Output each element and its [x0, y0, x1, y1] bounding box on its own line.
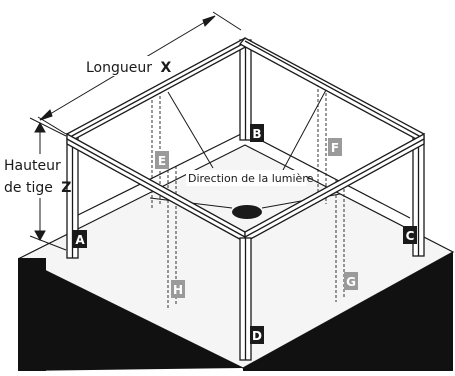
leg-b — [239, 39, 252, 141]
top-frame — [65, 37, 426, 244]
light-label: Direction de la lumière — [188, 172, 314, 185]
base-left-side — [18, 258, 46, 371]
svg-text:C: C — [406, 229, 415, 243]
svg-text:E: E — [158, 154, 166, 168]
svg-text:G: G — [346, 275, 356, 289]
length-label: Longueur X — [86, 60, 171, 76]
svg-text:F: F — [331, 141, 339, 155]
height-label-bg — [2, 154, 64, 198]
svg-text:D: D — [252, 329, 262, 343]
light-label-bg — [186, 170, 306, 186]
base-front-left-face — [20, 258, 243, 371]
leg-label-c: C — [403, 226, 417, 244]
height-label-line2: de tige Z — [4, 180, 71, 196]
sensor-label-g: G — [344, 272, 358, 290]
leg-label-d: D — [250, 326, 264, 344]
floor-plane-lines — [71, 131, 411, 219]
leg-label-b: B — [250, 124, 264, 142]
sensor-label-f: F — [328, 138, 342, 156]
height-label-line1: Hauteur — [4, 158, 61, 174]
base-front-right-face — [243, 252, 453, 371]
length-label-bg — [84, 56, 170, 76]
sensor-label-e: E — [155, 151, 169, 169]
svg-text:B: B — [252, 127, 261, 141]
leg-label-a: A — [73, 230, 87, 248]
leg-d — [239, 237, 252, 361]
light-spot — [232, 205, 262, 219]
svg-text:A: A — [75, 233, 85, 247]
sensor-label-h: H — [171, 280, 185, 298]
svg-text:H: H — [173, 283, 183, 297]
